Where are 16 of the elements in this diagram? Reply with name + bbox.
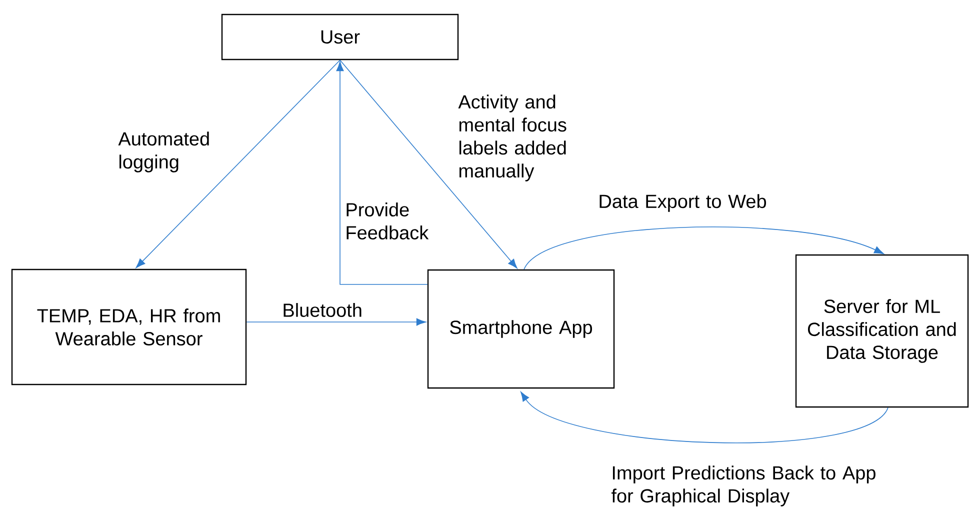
arrow (340, 60, 518, 268)
edge-label: Bluetooth (284, 303, 362, 317)
arrow (520, 392, 888, 444)
process-box: Server for ML Classification and Data Storage (795, 254, 969, 408)
arrow (246, 318, 426, 326)
process-box: TEMP, EDA, HR from Wearable Sensor (11, 268, 247, 386)
arrow (336, 61, 428, 285)
process-box: User (221, 14, 459, 60)
edge-label: Data Export to Web (600, 194, 766, 212)
edge-label: Import Predictions Back to App for Graphical Display (611, 466, 876, 506)
arrow (524, 226, 884, 270)
edge-label: Provide Feedback (346, 202, 429, 240)
edge-label: Automated logging (118, 132, 209, 172)
edge-label: Activity and mental focus labels added manually (458, 94, 566, 182)
arrow (136, 60, 340, 268)
process-box: Smartphone App (427, 269, 615, 389)
